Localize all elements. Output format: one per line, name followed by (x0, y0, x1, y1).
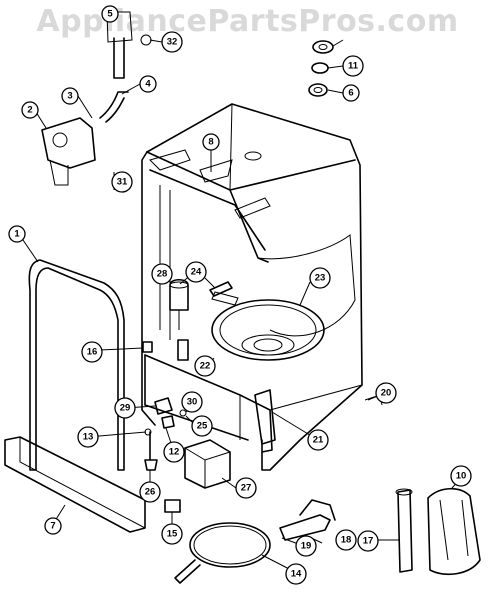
callout-30[interactable]: 30 (181, 391, 203, 413)
svg-text:24: 24 (191, 267, 202, 278)
svg-text:20: 20 (381, 388, 392, 399)
callout-labels: 5 32 3 4 2 6 11 8 31 1 28 24 23 16 22 20… (8, 5, 472, 585)
svg-text:25: 25 (197, 421, 208, 432)
callout-5[interactable]: 5 (101, 5, 119, 23)
svg-text:19: 19 (301, 541, 312, 552)
callout-2[interactable]: 2 (21, 101, 39, 119)
callout-3[interactable]: 3 (61, 87, 79, 105)
callout-19[interactable]: 19 (295, 535, 317, 557)
svg-text:3: 3 (67, 91, 72, 102)
svg-text:26: 26 (145, 487, 156, 498)
callout-6[interactable]: 6 (342, 84, 360, 102)
svg-text:13: 13 (83, 432, 94, 443)
door-gasket (28, 259, 125, 471)
callout-22[interactable]: 22 (194, 355, 216, 377)
svg-text:7: 7 (50, 521, 55, 532)
callout-17[interactable]: 17 (357, 530, 379, 552)
callout-7[interactable]: 7 (44, 517, 62, 535)
svg-text:11: 11 (348, 61, 359, 72)
svg-text:27: 27 (241, 483, 252, 494)
callout-15[interactable]: 15 (161, 523, 183, 545)
svg-text:15: 15 (167, 529, 178, 540)
svg-text:29: 29 (120, 403, 131, 414)
svg-text:32: 32 (167, 37, 178, 48)
svg-text:30: 30 (187, 397, 198, 408)
callout-31[interactable]: 31 (111, 171, 133, 193)
callout-20[interactable]: 20 (375, 382, 397, 404)
kick-plate (4, 436, 146, 533)
callout-18[interactable]: 18 (335, 529, 357, 551)
tub-frame (141, 103, 363, 471)
svg-text:18: 18 (341, 535, 352, 546)
water-valve (41, 11, 152, 186)
callout-4[interactable]: 4 (139, 75, 157, 93)
svg-text:21: 21 (313, 435, 324, 446)
svg-text:1: 1 (14, 229, 20, 240)
svg-text:28: 28 (157, 269, 168, 280)
bottom-parts (144, 431, 481, 584)
callout-16[interactable]: 16 (81, 341, 103, 363)
callout-29[interactable]: 29 (114, 397, 136, 419)
callout-13[interactable]: 13 (77, 426, 99, 448)
callout-26[interactable]: 26 (139, 481, 161, 503)
callout-14[interactable]: 14 (285, 563, 307, 585)
fittings-top-right (308, 40, 334, 97)
svg-text:14: 14 (291, 569, 302, 580)
callout-28[interactable]: 28 (151, 263, 173, 285)
callout-24[interactable]: 24 (185, 261, 207, 283)
callout-8[interactable]: 8 (202, 133, 220, 151)
svg-text:6: 6 (348, 88, 353, 99)
svg-text:22: 22 (200, 361, 211, 372)
callout-11[interactable]: 11 (342, 55, 364, 77)
callout-25[interactable]: 25 (191, 415, 213, 437)
callout-21[interactable]: 21 (307, 429, 329, 451)
svg-text:23: 23 (315, 273, 326, 284)
svg-text:2: 2 (27, 105, 32, 116)
svg-text:12: 12 (169, 447, 180, 458)
callout-12[interactable]: 12 (163, 441, 185, 463)
svg-text:10: 10 (456, 471, 467, 482)
callout-27[interactable]: 27 (235, 477, 257, 499)
svg-text:16: 16 (87, 347, 98, 358)
spray-arm-assembly (211, 291, 325, 361)
callout-32[interactable]: 32 (161, 31, 183, 53)
callout-10[interactable]: 10 (450, 465, 472, 487)
svg-text:5: 5 (107, 9, 113, 20)
svg-text:4: 4 (145, 79, 151, 90)
svg-text:17: 17 (363, 536, 374, 547)
svg-text:31: 31 (117, 177, 128, 188)
svg-text:8: 8 (208, 137, 213, 148)
callout-23[interactable]: 23 (309, 267, 331, 289)
callout-1[interactable]: 1 (8, 225, 26, 243)
